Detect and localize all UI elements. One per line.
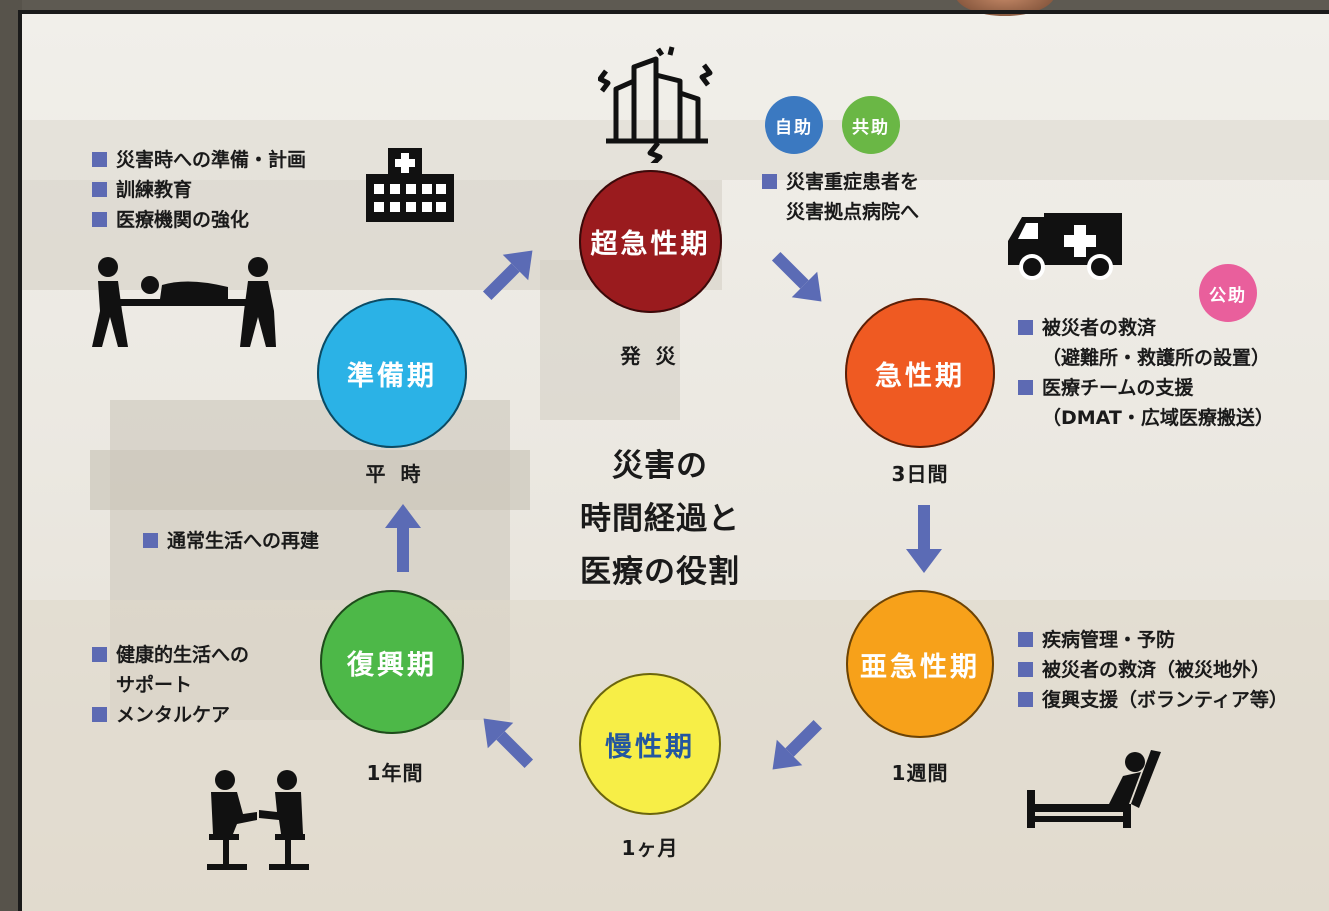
phase-acute: 急性期 (845, 298, 995, 448)
notes-hyperacute: 災害重症患者を 災害拠点病院へ (762, 167, 919, 227)
note-item-cont: （避難所・救護所の設置） (1042, 347, 1271, 369)
counseling-icon (207, 770, 309, 870)
badge-public-help: 公助 (1199, 264, 1257, 322)
notes-recovery: 健康的生活への サポート メンタルケア (92, 640, 249, 730)
phase-preparation: 準備期 (317, 298, 467, 448)
note-item-cont: サポート (116, 674, 193, 696)
note-item-cont: （DMAT・広域医療搬送） (1042, 407, 1274, 429)
note-item-cont: 災害拠点病院へ (786, 201, 920, 223)
phase-subacute: 亜急性期 (846, 590, 994, 738)
collapsing-building-icon (598, 46, 713, 163)
title-line-2: 時間経過と (580, 501, 740, 537)
phase-recovery: 復興期 (320, 590, 464, 734)
label-normal-time: 平 時 (365, 462, 425, 486)
badge-self-help: 自助 (765, 96, 823, 154)
note-item: メンタルケア (92, 700, 249, 730)
note-item: 被災者の救済（被災地外） (1018, 655, 1288, 685)
title-line-3: 医療の役割 (580, 554, 740, 590)
note-item: 訓練教育 (92, 175, 306, 205)
note-item: 健康的生活への (92, 640, 249, 670)
diagram-title: 災害の 時間経過と 医療の役割 (560, 440, 760, 599)
label-1year: 1年間 (366, 761, 424, 785)
notes-rebuild: 通常生活への再建 (143, 526, 319, 556)
note-item: 復興支援（ボランティア等） (1018, 685, 1288, 715)
label-3days: 3日間 (891, 462, 949, 486)
note-item: 災害重症患者を (762, 167, 919, 197)
label-1week: 1週間 (891, 761, 949, 785)
stretcher-icon (92, 257, 276, 347)
badge-mutual-help: 共助 (842, 96, 900, 154)
hospital-icon (366, 148, 454, 222)
note-item: 医療機関の強化 (92, 205, 306, 235)
phase-chronic: 慢性期 (579, 673, 721, 815)
note-item: 医療チームの支援 (1018, 373, 1274, 403)
note-item: 災害時への準備・計画 (92, 145, 306, 175)
title-line-1: 災害の (612, 448, 708, 484)
note-item: 被災者の救済 (1018, 313, 1274, 343)
ambulance-icon (1008, 213, 1122, 280)
notes-subacute: 疾病管理・予防 被災者の救済（被災地外） 復興支援（ボランティア等） (1018, 625, 1288, 715)
notes-acute: 被災者の救済 （避難所・救護所の設置） 医療チームの支援 （DMAT・広域医療搬… (1018, 313, 1274, 433)
note-item: 通常生活への再建 (143, 526, 319, 556)
note-item: 疾病管理・予防 (1018, 625, 1288, 655)
label-onset: 発 災 (620, 344, 680, 368)
frame-border (18, 10, 1329, 911)
phase-hyperacute: 超急性期 (579, 170, 722, 313)
notes-preparation: 災害時への準備・計画 訓練教育 医療機関の強化 (92, 145, 306, 235)
label-1month: 1ヶ月 (621, 836, 679, 860)
hospital-bed-icon (1027, 750, 1161, 828)
